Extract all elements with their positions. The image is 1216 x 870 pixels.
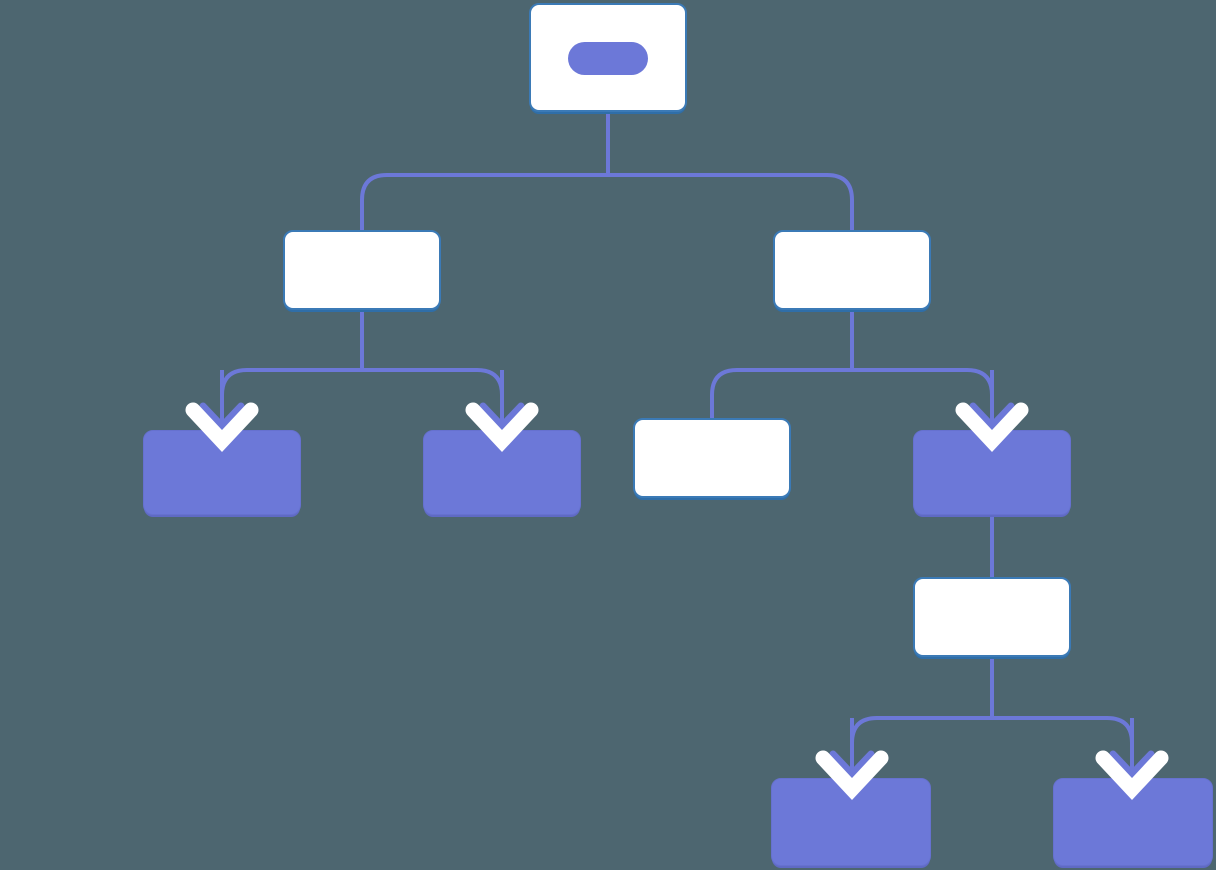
arrow-chevron-purple: [1109, 750, 1155, 778]
root-pill-badge: [568, 42, 648, 75]
arrow-chevron-purple: [829, 750, 875, 778]
connector-edge: [608, 173, 854, 230]
leaf-node-a[interactable]: [143, 430, 301, 515]
branch-node-left[interactable]: [283, 230, 441, 310]
branch-node-e[interactable]: [913, 577, 1071, 657]
branch-node-d[interactable]: [913, 430, 1071, 515]
leaf-node-g[interactable]: [1053, 778, 1213, 866]
branch-node-right[interactable]: [773, 230, 931, 310]
root-node[interactable]: [529, 3, 687, 112]
leaf-node-f[interactable]: [771, 778, 931, 866]
connector-edge: [360, 173, 608, 230]
connector-edge: [710, 368, 852, 418]
arrow-chevron-purple: [969, 402, 1015, 430]
plain-node-c[interactable]: [633, 418, 791, 498]
arrow-chevron-purple: [479, 402, 525, 430]
leaf-node-b[interactable]: [423, 430, 581, 515]
arrow-chevron-purple: [199, 402, 245, 430]
